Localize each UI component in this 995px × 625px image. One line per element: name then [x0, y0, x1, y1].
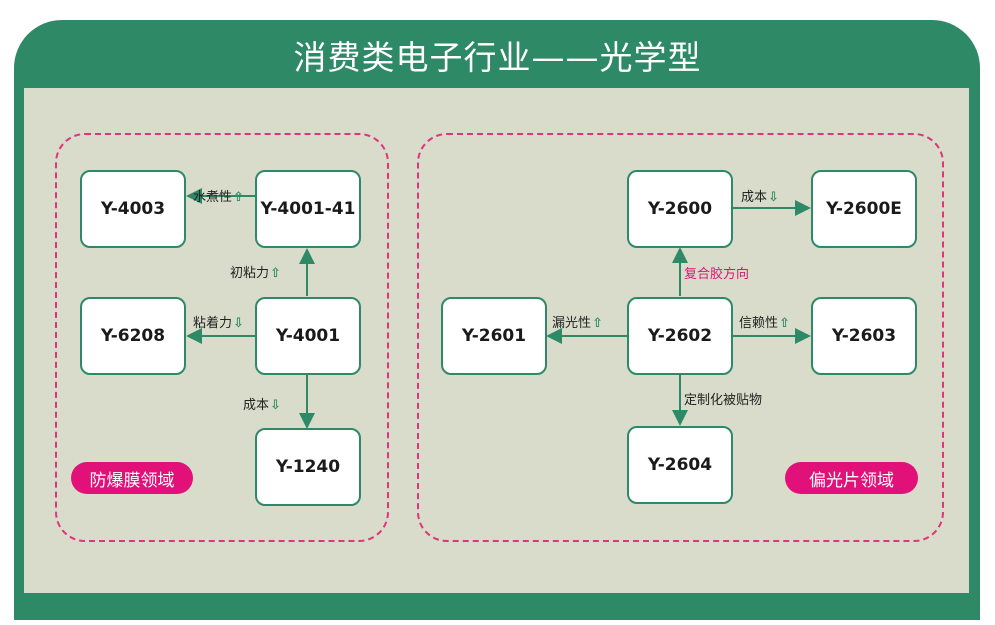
- arrow-down-icon: ⇩: [768, 190, 779, 205]
- arrow-down-icon: ⇩: [233, 316, 244, 331]
- label-customized-adherend: 定制化被贴物: [684, 393, 763, 408]
- label-boiling-resistance: 水煮性⇧: [193, 190, 244, 205]
- label-cost-left: 成本⇩: [243, 398, 281, 413]
- arrow-up-icon: ⇧: [779, 316, 790, 331]
- label-reliability: 信赖性⇧: [739, 316, 790, 331]
- node-y-2600e: Y-2600E: [811, 170, 917, 248]
- region-tag-explosion-proof-film: 防爆膜领域: [71, 462, 193, 494]
- arrow-up-icon: ⇧: [233, 190, 244, 205]
- node-y-6208: Y-6208: [80, 297, 186, 375]
- label-composite-adhesive-direction: 复合胶方向: [684, 267, 750, 282]
- arrow-down-icon: ⇩: [270, 398, 281, 413]
- label-adhesion: 粘着力⇩: [193, 316, 244, 331]
- node-y-2604: Y-2604: [627, 426, 733, 504]
- node-y-2600: Y-2600: [627, 170, 733, 248]
- label-light-leakage: 漏光性⇧: [552, 316, 603, 331]
- node-y-4001: Y-4001: [255, 297, 361, 375]
- node-y-2602: Y-2602: [627, 297, 733, 375]
- node-y-2603: Y-2603: [811, 297, 917, 375]
- explosion-proof-film-region: [55, 133, 389, 542]
- arrow-up-icon: ⇧: [592, 316, 603, 331]
- label-cost-right: 成本⇩: [741, 190, 779, 205]
- page-title: 消费类电子行业——光学型: [293, 38, 702, 77]
- node-y-4001-41: Y-4001-41: [255, 170, 361, 248]
- node-y-2601: Y-2601: [441, 297, 547, 375]
- polarizer-region: [417, 133, 944, 542]
- node-y-1240: Y-1240: [255, 428, 361, 506]
- region-tag-polarizer: 偏光片领域: [785, 462, 918, 494]
- node-y-4003: Y-4003: [80, 170, 186, 248]
- label-initial-tack: 初粘力⇧: [230, 266, 281, 281]
- arrow-up-icon: ⇧: [270, 266, 281, 281]
